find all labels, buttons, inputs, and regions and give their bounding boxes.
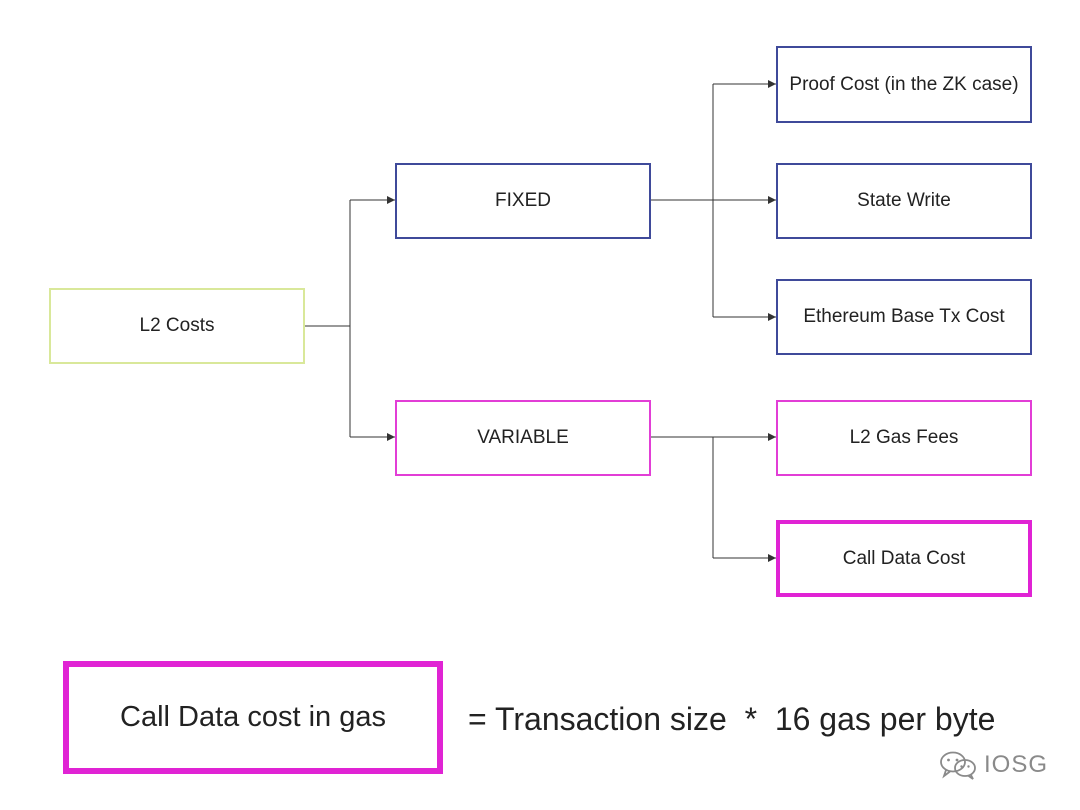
wechat-icon xyxy=(938,750,978,780)
node-state-write-label: State Write xyxy=(857,190,951,211)
node-variable: VARIABLE xyxy=(395,400,651,476)
node-l2-gas-fees-label: L2 Gas Fees xyxy=(849,427,959,448)
node-eth-base-tx-cost-label: Ethereum Base Tx Cost xyxy=(803,306,1005,327)
node-proof-cost-label: Proof Cost (in the ZK case) xyxy=(789,73,1019,95)
node-proof-cost: Proof Cost (in the ZK case) xyxy=(776,46,1032,123)
node-call-data-cost-label: Call Data Cost xyxy=(842,547,966,569)
node-variable-label: VARIABLE xyxy=(477,427,569,448)
formula-expression: = Transaction size * 16 gas per byte xyxy=(468,700,996,737)
node-eth-base-tx-cost: Ethereum Base Tx Cost xyxy=(776,279,1032,355)
formula-box-label: Call Data cost in gas xyxy=(120,701,386,733)
node-fixed: FIXED xyxy=(395,163,651,239)
watermark: IOSG xyxy=(938,748,1048,782)
node-l2-costs: L2 Costs xyxy=(49,288,305,364)
node-l2-costs-label: L2 Costs xyxy=(139,315,215,336)
watermark-text: IOSG xyxy=(983,751,1048,778)
node-fixed-label: FIXED xyxy=(495,190,551,211)
node-l2-gas-fees: L2 Gas Fees xyxy=(776,400,1032,476)
formula-box: Call Data cost in gas xyxy=(63,661,443,774)
node-call-data-cost: Call Data Cost xyxy=(776,520,1032,597)
node-state-write: State Write xyxy=(776,163,1032,239)
